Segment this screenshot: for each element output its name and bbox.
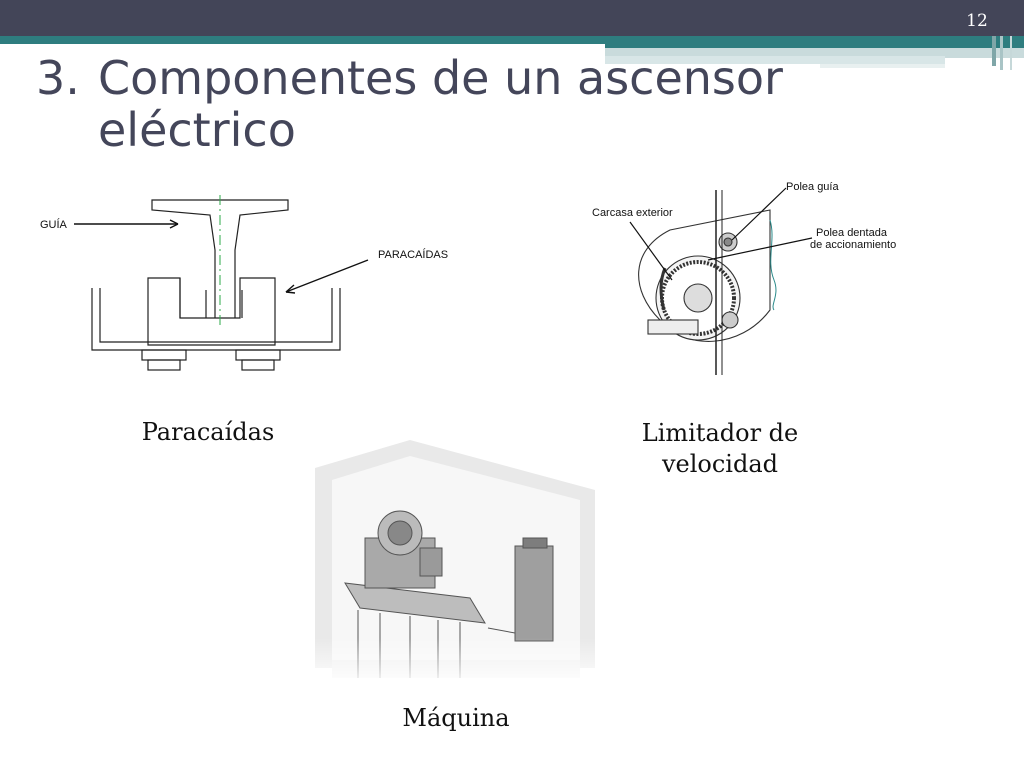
maquina-illustration (315, 440, 595, 688)
caption-limitador-line2: velocidad (661, 450, 779, 478)
paracaidas-diagram: GUÍA PARACAÍDAS (40, 195, 448, 371)
slide-number: 12 (966, 11, 988, 31)
header-vertical-bars-3 (1010, 36, 1012, 70)
caption-maquina: Máquina (402, 704, 510, 732)
label-polea-guia: Polea guía (786, 181, 839, 193)
title-line2: eléctrico (98, 103, 296, 157)
header-stripe-white (0, 44, 605, 58)
label-polea-dentada-2: de accionamiento (810, 239, 896, 251)
limitador-diagram: Carcasa exterior Polea guía Polea dentad… (592, 181, 896, 375)
caption-limitador-line1: Limitador de (641, 419, 799, 447)
label-carcasa-exterior: Carcasa exterior (592, 207, 673, 219)
caption-limitador: Limitador de velocidad (620, 418, 820, 480)
header-vertical-bars (992, 36, 996, 66)
label-polea-dentada-1: Polea dentada (816, 227, 888, 239)
header-vertical-bars-2 (1000, 36, 1003, 70)
caption-paracaidas: Paracaídas (141, 418, 275, 446)
label-guia: GUÍA (40, 218, 68, 231)
header-stripe-right (605, 56, 945, 64)
title-line1: Componentes de un ascensor (98, 51, 783, 105)
label-paracaidas: PARACAÍDAS (378, 248, 448, 261)
header-stripe-thin (820, 64, 945, 68)
title-number: 3. (36, 51, 80, 105)
slide-title: 3. Componentes de un ascensor eléctrico (36, 52, 836, 156)
header-bar (0, 0, 1024, 36)
